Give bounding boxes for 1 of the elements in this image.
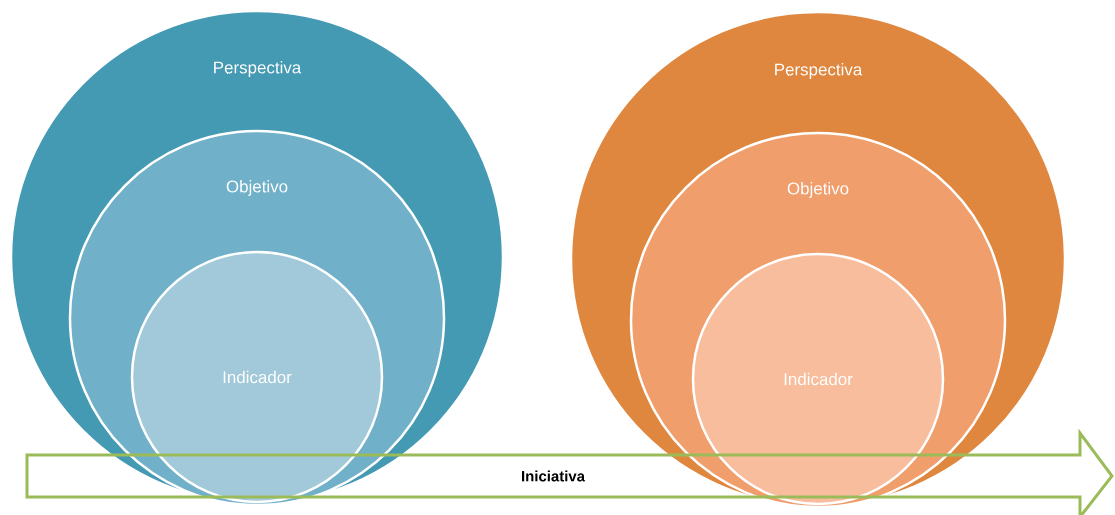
arrow-band: Iniciativa — [25, 428, 1114, 515]
